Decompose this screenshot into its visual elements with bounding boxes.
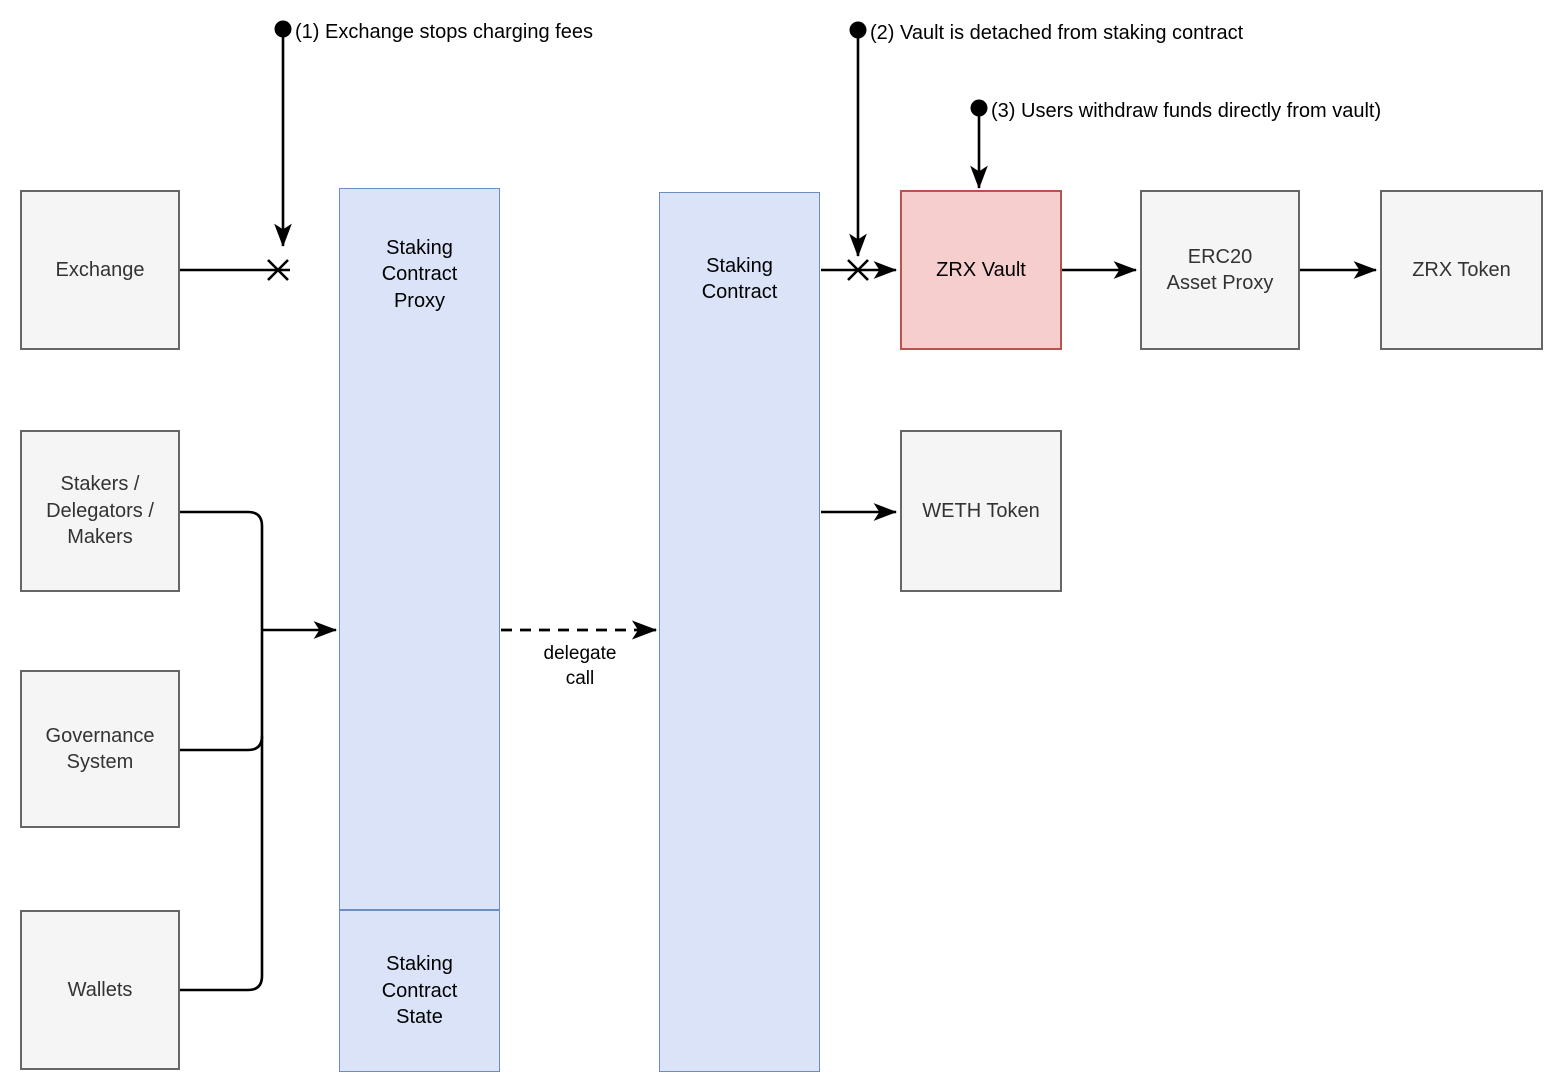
node-governance-system[interactable]: Governance System [20,670,180,828]
annotation-1-text: (1) Exchange stops charging fees [295,21,593,43]
annotation-3-text: (3) Users withdraw funds directly from v… [991,100,1382,122]
node-zrx-vault[interactable]: ZRX Vault [900,190,1062,350]
node-stakers-delegators-makers[interactable]: Stakers / Delegators / Makers [20,430,180,592]
blocked-cross-icon [847,259,869,281]
edge-exchange-to-staking-proxy [180,259,290,281]
node-zrx-token[interactable]: ZRX Token [1380,190,1543,350]
node-exchange[interactable]: Exchange [20,190,180,350]
node-staking-contract[interactable]: Staking Contract [659,192,820,1072]
callout-2-leader [849,21,867,258]
node-erc20-asset-proxy[interactable]: ERC20 Asset Proxy [1140,190,1300,350]
blocked-cross-icon [267,259,289,281]
node-staking-contract-state[interactable]: Staking Contract State [339,910,500,1072]
edge-staking-contract-to-zrx-vault [821,259,898,281]
annotation-2-text: (2) Vault is detached from staking contr… [870,22,1244,44]
node-wallets[interactable]: Wallets [20,910,180,1070]
callout-1-leader [274,20,292,248]
node-weth-token[interactable]: WETH Token [900,430,1062,592]
edge-label-delegate-call: delegate call [543,643,617,689]
edge-actors-to-staking-proxy [180,510,338,992]
node-staking-contract-proxy[interactable]: Staking Contract Proxy [339,188,500,910]
callout-3-leader [970,99,988,190]
